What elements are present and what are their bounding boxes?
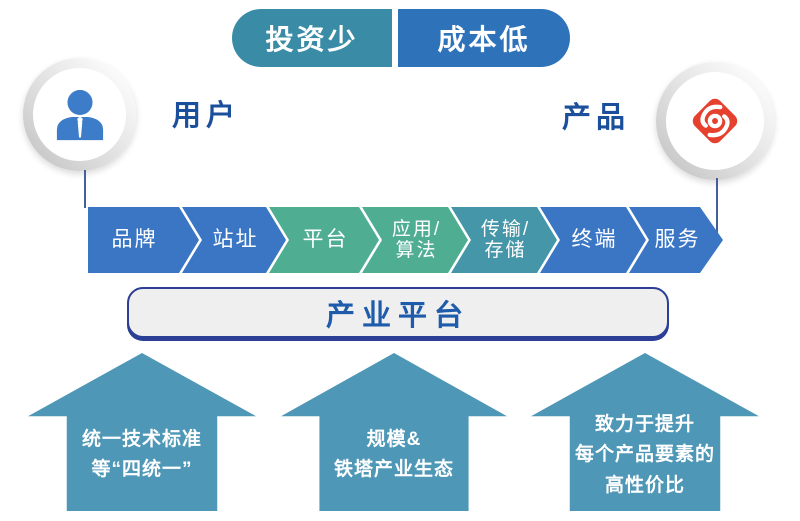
product-badge	[656, 62, 774, 180]
flow-segment-label: 应用/ 算法	[391, 218, 442, 261]
pillar-cost-performance: 致力于提升 每个产品要素的 高性价比	[531, 353, 759, 511]
flow-segment-label: 平台	[302, 228, 349, 252]
user-badge	[23, 58, 136, 171]
user-connector-line	[84, 170, 86, 208]
pillar-unified-standards: 统一技术标准 等“四统一”	[28, 353, 256, 511]
product-label: 产品	[562, 102, 631, 134]
flow-segment-label: 服务	[654, 228, 701, 252]
banner-invest-low: 投资少	[232, 9, 392, 67]
pillar-text: 致力于提升 每个产品要素的 高性价比	[574, 413, 715, 496]
user-badge-inner	[33, 68, 126, 161]
banner-cost-low-label: 成本低	[437, 24, 531, 55]
flow-segment-label: 传输/ 存储	[480, 218, 531, 261]
industry-platform-bar: 产业平台	[127, 287, 669, 338]
flow-segment-brand: 品牌	[88, 207, 199, 273]
pillar-scale-ecosystem: 规模& 铁塔产业生态	[281, 353, 507, 511]
product-connector-line	[716, 178, 718, 240]
flow-segment-label: 品牌	[111, 228, 158, 252]
industry-platform-label: 产业平台	[325, 299, 470, 332]
pillar-text: 规模& 铁塔产业生态	[333, 429, 454, 481]
banner-cost-low: 成本低	[398, 9, 570, 67]
user-label: 用户	[172, 100, 241, 132]
banner-invest-low-label: 投资少	[265, 24, 359, 55]
pillar-text: 统一技术标准 等“四统一”	[81, 429, 202, 481]
flow-segment-label: 站址	[212, 228, 259, 252]
tower-logo-icon	[692, 98, 738, 144]
flow-segment-label: 终端	[571, 228, 618, 252]
flow-segment-transmission-storage: 传输/ 存储	[451, 207, 557, 273]
product-badge-inner	[666, 72, 764, 170]
user-icon	[56, 89, 103, 140]
